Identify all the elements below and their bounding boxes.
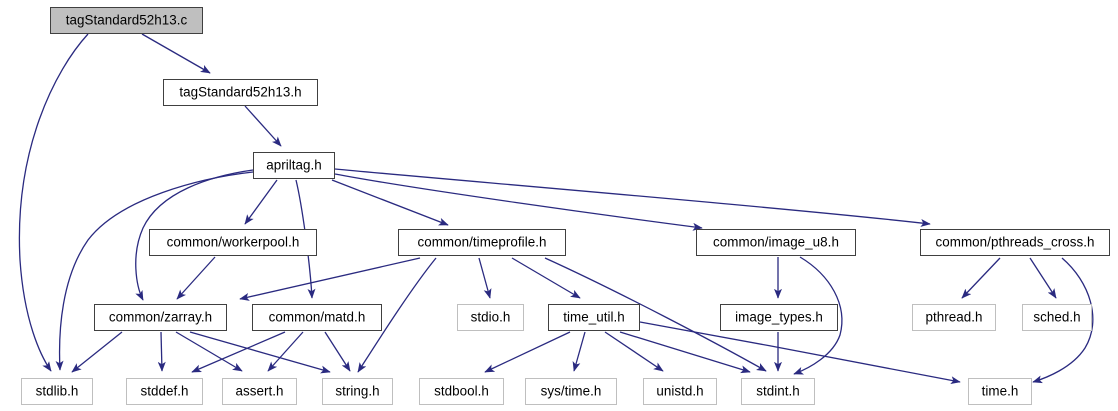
edge-zarray_h-to-string_h [189, 331, 331, 374]
edge-time_util_h-to-stdbool_h [484, 331, 571, 373]
edge-pthreads_cross_h-to-pthread_h [961, 257, 1001, 299]
node-apriltag_h[interactable]: apriltag.h [253, 152, 335, 179]
node-unistd_h[interactable]: unistd.h [643, 378, 717, 405]
node-label: time.h [981, 383, 1019, 399]
edge-apriltag_h-to-stdlib_h [55, 171, 254, 371]
node-stdint_h[interactable]: stdint.h [741, 378, 815, 405]
node-label: time_util.h [563, 309, 625, 325]
node-stdio_h[interactable]: stdio.h [457, 304, 524, 331]
node-label: stdbool.h [434, 383, 489, 399]
node-label: common/timeprofile.h [417, 234, 547, 250]
node-label: image_types.h [735, 309, 823, 325]
edge-tagStandard52h13_c-to-stdlib_h [18, 33, 89, 372]
edge-zarray_h-to-stddef_h [157, 331, 166, 372]
edge-time_util_h-to-stdint_h [619, 331, 751, 374]
node-string_h[interactable]: string.h [322, 378, 393, 405]
node-image_types_h[interactable]: image_types.h [720, 304, 838, 331]
edge-workerpool_h-to-zarray_h [176, 256, 216, 300]
edge-time_util_h-to-unistd_h [604, 331, 664, 372]
node-label: unistd.h [656, 383, 704, 399]
node-workerpool_h[interactable]: common/workerpool.h [149, 229, 317, 256]
node-stddef_h[interactable]: stddef.h [126, 378, 203, 405]
edge-apriltag_h-to-workerpool_h [244, 179, 278, 225]
edge-matd_h-to-assert_h [267, 331, 304, 372]
edge-zarray_h-to-stdlib_h [71, 331, 123, 373]
edge-tagStandard52h13_c-to-tagStandard52h13_h [141, 33, 211, 74]
node-label: stdio.h [470, 309, 511, 325]
node-label: apriltag.h [266, 157, 322, 173]
edge-timeprofile_h-to-zarray_h [239, 257, 421, 301]
node-label: string.h [335, 383, 380, 399]
node-stdbool_h[interactable]: stdbool.h [419, 378, 504, 405]
edge-pthreads_cross_h-to-sched_h [1029, 257, 1057, 299]
node-zarray_h[interactable]: common/zarray.h [94, 304, 227, 331]
node-matd_h[interactable]: common/matd.h [252, 304, 382, 331]
edge-tagStandard52h13_h-to-apriltag_h [244, 105, 282, 147]
node-label: stdlib.h [35, 383, 79, 399]
node-label: stddef.h [140, 383, 189, 399]
node-label: pthread.h [925, 309, 983, 325]
edge-zarray_h-to-assert_h [175, 331, 243, 372]
node-label: common/workerpool.h [166, 234, 300, 250]
node-stdlib_h[interactable]: stdlib.h [21, 378, 93, 405]
node-time_h[interactable]: time.h [968, 378, 1032, 405]
edge-matd_h-to-string_h [324, 331, 351, 372]
node-pthreads_cross_h[interactable]: common/pthreads_cross.h [920, 229, 1110, 256]
edge-time_util_h-to-sys_time_h [572, 331, 586, 372]
node-label: tagStandard52h13.c [65, 12, 188, 28]
node-image_u8_h[interactable]: common/image_u8.h [696, 229, 856, 256]
node-label: stdint.h [756, 383, 800, 399]
node-time_util_h[interactable]: time_util.h [548, 304, 640, 331]
node-label: common/matd.h [268, 309, 366, 325]
node-timeprofile_h[interactable]: common/timeprofile.h [398, 229, 566, 256]
edge-apriltag_h-to-timeprofile_h [331, 179, 449, 226]
node-tagStandard52h13_h[interactable]: tagStandard52h13.h [163, 79, 318, 106]
node-label: common/zarray.h [108, 309, 213, 325]
edge-time_util_h-to-time_h [639, 321, 961, 385]
node-pthread_h[interactable]: pthread.h [912, 304, 996, 331]
edge-apriltag_h-to-pthreads_cross_h [334, 168, 931, 227]
edge-matd_h-to-stddef_h [191, 331, 286, 373]
node-label: common/pthreads_cross.h [935, 234, 1095, 250]
node-label: tagStandard52h13.h [179, 84, 302, 100]
edge-apriltag_h-to-image_u8_h [334, 173, 703, 231]
edge-timeprofile_h-to-time_util_h [511, 257, 581, 299]
node-assert_h[interactable]: assert.h [222, 378, 297, 405]
edge-timeprofile_h-to-stdio_h [478, 257, 492, 299]
node-sys_time_h[interactable]: sys/time.h [525, 378, 617, 405]
node-tagStandard52h13_c[interactable]: tagStandard52h13.c [50, 7, 203, 34]
node-label: sched.h [1033, 309, 1081, 325]
node-label: common/image_u8.h [713, 234, 839, 250]
node-label: sys/time.h [540, 383, 602, 399]
node-sched_h[interactable]: sched.h [1022, 304, 1092, 331]
node-label: assert.h [235, 383, 284, 399]
